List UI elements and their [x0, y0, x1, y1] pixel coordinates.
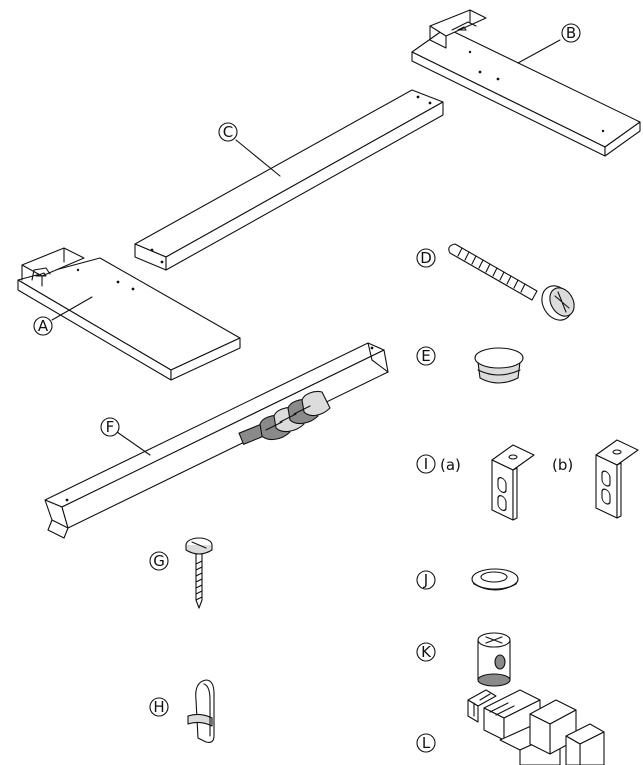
svg-text:B: B [566, 24, 576, 42]
svg-text:D: D [420, 249, 432, 267]
part-g-screw [185, 537, 213, 609]
part-b-leader [517, 39, 561, 64]
sublabel-a: (a) [440, 456, 461, 474]
svg-text:L: L [422, 734, 431, 752]
part-f-leader [116, 431, 151, 456]
part-k-cam-nut [477, 632, 511, 687]
sublabel-b: (b) [552, 456, 573, 474]
part-f-pedal-unit [44, 342, 389, 539]
part-d-bolt [448, 243, 575, 321]
svg-text:J: J [423, 571, 428, 589]
part-b-side-panel [411, 9, 641, 157]
svg-text:H: H [153, 698, 164, 716]
label-j: J [416, 570, 436, 590]
label-k: K [416, 642, 436, 662]
part-j-cap [471, 568, 519, 591]
label-c: C [218, 122, 238, 142]
part-i-bracket-a [491, 444, 535, 521]
label-l: L [416, 733, 436, 753]
label-d: D [416, 248, 436, 268]
label-b: B [561, 23, 581, 43]
part-a-leader [51, 296, 93, 321]
part-a-side-panel [17, 247, 241, 381]
part-c-leader [235, 139, 281, 177]
svg-text:K: K [421, 643, 432, 661]
label-g: G [149, 551, 169, 571]
part-c-back-panel [134, 89, 444, 271]
part-e-cap [474, 347, 524, 384]
svg-text:F: F [106, 418, 115, 436]
label-h: H [149, 697, 169, 717]
label-f: F [100, 417, 120, 437]
part-i-bracket-b [595, 439, 639, 519]
svg-text:C: C [223, 123, 233, 141]
label-a: A [33, 316, 53, 336]
part-h-clip [187, 679, 215, 743]
svg-text:G: G [153, 552, 165, 570]
label-i: I [416, 454, 436, 474]
svg-text:A: A [38, 317, 49, 335]
svg-text:E: E [421, 347, 430, 365]
svg-text:I: I [424, 455, 428, 473]
part-l-clips [467, 689, 605, 765]
part-f-pedals [238, 390, 331, 445]
label-e: E [416, 346, 436, 366]
